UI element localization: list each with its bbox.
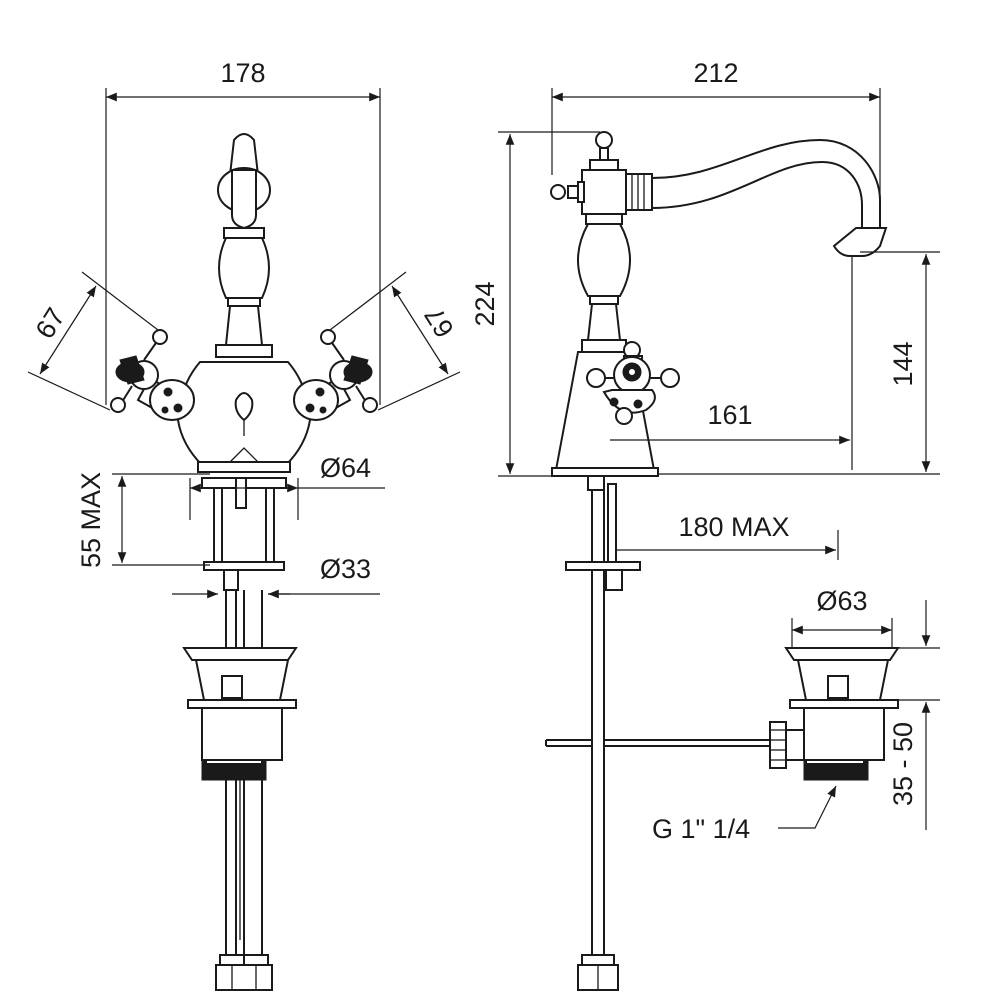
front-right-handle: [293, 329, 378, 421]
dim-left-handle: 67: [30, 303, 71, 344]
front-column: [215, 227, 273, 358]
side-spout: [651, 138, 881, 233]
dim-base-diameter: Ø64: [320, 453, 371, 483]
side-view: 212 224 144 161 180 MAX Ø63 35 - 50 G 1"…: [470, 58, 940, 991]
front-waste: [182, 647, 298, 781]
side-waste: [769, 647, 900, 781]
front-view: 178 67 67 55 MAX Ø64 Ø33: [27, 58, 461, 991]
dim-total-height: 224: [470, 281, 500, 326]
dim-waste-thread: G 1" 1/4: [652, 814, 750, 844]
side-handle: [586, 341, 680, 425]
side-aerator: [832, 227, 888, 257]
front-body: [176, 361, 312, 473]
dim-side-width: 212: [693, 58, 738, 88]
side-shank: [545, 475, 770, 991]
dim-spout-height: 144: [888, 341, 918, 386]
side-valve-head: [550, 131, 653, 225]
dim-max-thickness: 55 MAX: [76, 472, 106, 568]
dim-spout-reach: 161: [707, 400, 752, 430]
dim-waste-range: 35 - 50: [888, 722, 918, 806]
dim-rod-length: 180 MAX: [678, 512, 789, 542]
dim-hole-diameter: Ø33: [320, 554, 371, 584]
dim-waste-diameter: Ø63: [816, 586, 867, 616]
dim-front-width: 178: [220, 58, 265, 88]
side-dimensions: [498, 88, 940, 830]
side-column: [551, 223, 659, 477]
front-left-handle: [110, 329, 195, 421]
front-spout: [217, 133, 271, 230]
front-dimensions: [27, 88, 461, 599]
